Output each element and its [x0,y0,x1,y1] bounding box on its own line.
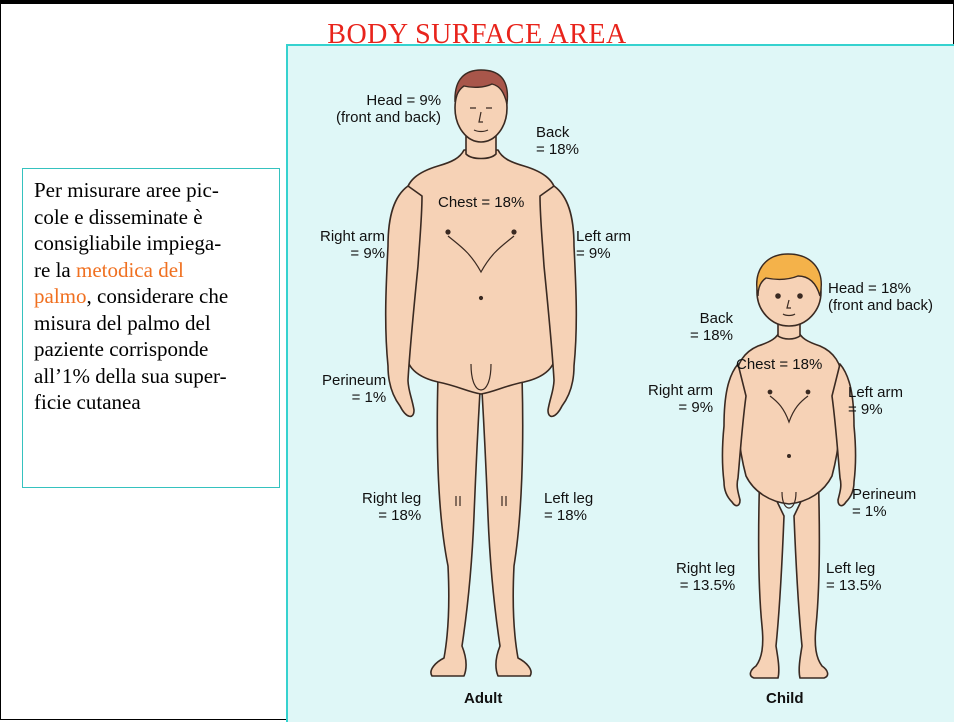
note-line: , considerare che [87,284,229,308]
adult-head-label: Head = 9%(front and back) [336,92,441,126]
adult-right-leg-label: Right leg= 18% [362,490,421,524]
note-line: re la [34,258,76,282]
child-left-leg-label: Left leg= 13.5% [826,560,881,594]
note-line: ficie cutanea [34,390,141,414]
note-line: paziente corrisponde [34,337,208,361]
palm-method-note: Per misurare aree pic- cole e disseminat… [22,168,280,488]
adult-left-leg-label: Left leg= 18% [544,490,593,524]
note-line: Per misurare aree pic- [34,178,219,202]
note-line: misura del palmo del [34,311,211,335]
body-surface-figure: Head = 9%(front and back) Back= 18% Ches… [286,44,954,722]
note-line: cole e disseminate è [34,205,203,229]
child-figure [723,258,856,678]
child-head-label: Head = 18%(front and back) [828,280,933,314]
note-line: consigliabile impiega- [34,231,221,255]
note-highlight: metodica del [76,258,184,282]
note-highlight: palmo [34,284,87,308]
adult-left-arm-label: Left arm= 9% [576,228,631,262]
adult-perineum-label: Perineum= 1% [322,372,386,406]
child-right-arm-label: Right arm= 9% [648,382,713,416]
child-caption: Child [766,690,804,707]
child-back-label: Back= 18% [690,310,733,344]
adult-right-arm-label: Right arm= 9% [320,228,385,262]
adult-chest-label: Chest = 18% [438,194,524,211]
adult-figure [386,74,577,676]
child-left-arm-label: Left arm= 9% [848,384,903,418]
child-chest-label: Chest = 18% [736,356,822,373]
adult-caption: Adult [464,690,502,707]
child-right-leg-label: Right leg= 13.5% [676,560,735,594]
adult-back-label: Back= 18% [536,124,579,158]
note-line: all’1% della sua super- [34,364,227,388]
child-perineum-label: Perineum= 1% [852,486,916,520]
